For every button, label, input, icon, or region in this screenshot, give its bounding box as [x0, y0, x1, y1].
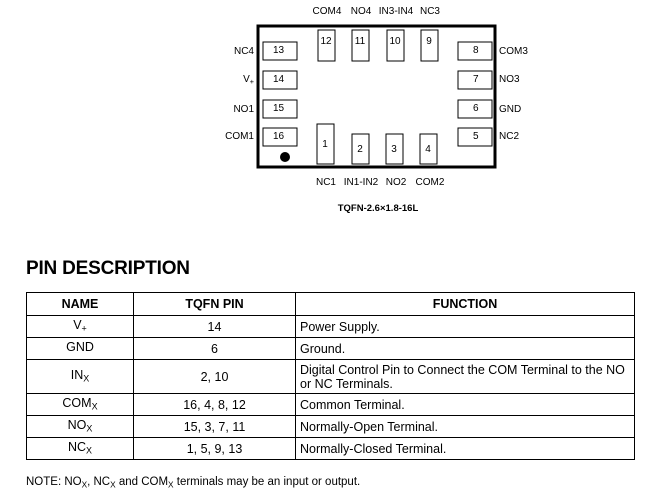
pin-label-com1: COM1: [225, 131, 254, 142]
pad-14: [262, 70, 298, 90]
package-outline: [256, 24, 497, 169]
pad-number-16: 16: [273, 131, 285, 142]
pad-3: [385, 133, 404, 165]
cell-name: INX: [26, 359, 134, 394]
pin-label-nc3: NC3: [419, 6, 441, 17]
pad-16: [262, 127, 298, 147]
pad-2: [351, 133, 370, 165]
table-header-row: NAME TQFN PIN FUNCTION: [26, 292, 635, 316]
pad-number-5: 5: [473, 131, 479, 142]
cell-name: NOX: [26, 415, 134, 438]
pad-number-13: 13: [273, 45, 285, 56]
pin-label-no4: NO4: [350, 6, 372, 17]
pad-number-2: 2: [357, 144, 363, 155]
cell-pin: 2, 10: [133, 359, 296, 394]
pad-number-11: 11: [354, 36, 366, 47]
table-row: INX 2, 10 Digital Control Pin to Connect…: [26, 359, 635, 394]
pad-number-4: 4: [425, 144, 431, 155]
cell-function: Normally-Closed Terminal.: [295, 437, 635, 460]
cell-pin: 1, 5, 9, 13: [133, 437, 296, 460]
pad-number-9: 9: [426, 36, 432, 47]
header-pin: TQFN PIN: [133, 292, 296, 316]
pad-13: [262, 41, 298, 61]
pin-label-nc1: NC1: [315, 177, 337, 188]
cell-function: Ground.: [295, 337, 635, 360]
pad-12: [317, 29, 336, 62]
pad-number-15: 15: [273, 103, 285, 114]
pin-label-com4: COM4: [312, 6, 342, 17]
pad-7: [457, 70, 493, 90]
pad-6: [457, 99, 493, 119]
package-name: TQFN-2.6×1.8-16L: [337, 203, 419, 214]
cell-name: COMX: [26, 393, 134, 416]
pin-label-com2: COM2: [415, 177, 445, 188]
pad-4: [419, 133, 438, 165]
pad-1: [316, 123, 335, 165]
pad-number-14: 14: [273, 74, 285, 85]
pad-5: [457, 127, 493, 147]
cell-function: Digital Control Pin to Connect the COM T…: [295, 359, 635, 394]
cell-function: Normally-Open Terminal.: [295, 415, 635, 438]
pad-8: [457, 41, 493, 61]
cell-pin: 6: [133, 337, 296, 360]
header-function: FUNCTION: [295, 292, 635, 316]
cell-name: GND: [26, 337, 134, 360]
header-name: NAME: [26, 292, 134, 316]
section-title: PIN DESCRIPTION: [26, 258, 190, 279]
pad-number-10: 10: [389, 36, 401, 47]
cell-pin: 14: [133, 315, 296, 338]
cell-name: V+: [26, 315, 134, 338]
pad-10: [386, 29, 405, 62]
pin-label-nc2: NC2: [499, 131, 520, 142]
pad-number-12: 12: [320, 36, 332, 47]
cell-pin: 15, 3, 7, 11: [133, 415, 296, 438]
pin-label-com3: COM3: [499, 46, 528, 57]
table-row: V+ 14 Power Supply.: [26, 315, 635, 338]
pad-9: [420, 29, 439, 62]
pin-label-no1: NO1: [233, 104, 254, 115]
pin-description-table: NAME TQFN PIN FUNCTION V+ 14 Power Suppl…: [26, 292, 635, 460]
pin-label-in1-in2: IN1-IN2: [343, 177, 379, 188]
pin-label-vplus: V+: [243, 74, 254, 87]
cell-name: NCX: [26, 437, 134, 460]
pin1-marker-dot: [280, 152, 290, 162]
pin-label-no3: NO3: [499, 74, 520, 85]
cell-function: Power Supply.: [295, 315, 635, 338]
pad-number-8: 8: [473, 45, 479, 56]
pad-15: [262, 99, 298, 119]
table-row: NOX 15, 3, 7, 11 Normally-Open Terminal.: [26, 415, 635, 438]
pin-label-gnd: GND: [499, 104, 522, 115]
pad-number-6: 6: [473, 103, 479, 114]
table-row: NCX 1, 5, 9, 13 Normally-Closed Terminal…: [26, 437, 635, 460]
pin-label-in3-in4: IN3-IN4: [378, 6, 414, 17]
pad-number-3: 3: [391, 144, 397, 155]
cell-pin: 16, 4, 8, 12: [133, 393, 296, 416]
pin-label-no2: NO2: [385, 177, 407, 188]
table-row: COMX 16, 4, 8, 12 Common Terminal.: [26, 393, 635, 416]
cell-function: Common Terminal.: [295, 393, 635, 416]
pad-11: [351, 29, 370, 62]
pad-number-1: 1: [322, 139, 328, 150]
pin-label-nc4: NC4: [233, 46, 254, 57]
table-row: GND 6 Ground.: [26, 337, 635, 360]
pad-number-7: 7: [473, 74, 479, 85]
footnote: NOTE: NOX, NCX and COMX terminals may be…: [26, 476, 361, 490]
